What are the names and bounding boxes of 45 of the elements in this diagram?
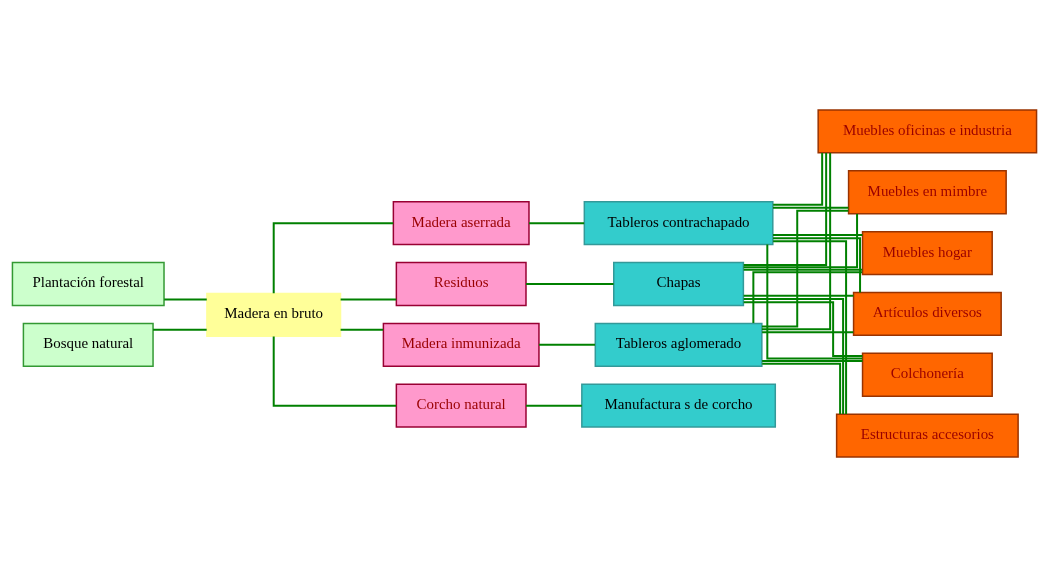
node-box: Estructuras accesorios [835,413,1019,458]
connector [772,206,850,209]
connector [761,331,855,334]
node-box: Manufactura s de corcho [581,383,777,428]
connector [766,243,864,360]
node-box: Madera en bruto [206,292,342,338]
connector [760,152,832,331]
connector [339,328,385,331]
connector [742,297,845,415]
connector [772,237,862,294]
connector [772,233,864,236]
connector [742,294,855,297]
connector [742,151,828,266]
connector [742,301,864,357]
connector [761,360,864,363]
connector [272,335,398,407]
connector [742,268,864,271]
node-box: Tableros aglomerado [594,322,763,367]
connector [761,362,842,415]
node-box: Chapas [613,261,745,307]
node-box: Plantación forestal [11,261,165,307]
connector [163,298,208,301]
node-box: Bosque natural [22,322,154,367]
node-box: Madera inmunizada [382,322,540,367]
node-box: Madera aserrada [392,201,530,246]
connector [528,222,586,225]
node-box: Muebles hogar [861,230,993,276]
connector [525,404,583,407]
connector [742,213,859,269]
connector [772,152,824,206]
connector [772,240,848,416]
node-box: Artículos diversos [852,291,1002,337]
connector [752,271,864,324]
node-box: Muebles en mimbre [847,170,1007,215]
connector [525,283,615,285]
connector [760,209,850,328]
connector [272,222,395,295]
node-box: Residuos [395,261,527,307]
node-box: Colchonería [861,352,993,397]
node-box: Corcho natural [395,383,527,428]
connector [152,328,208,331]
connector [339,298,398,301]
node-box: Tableros contrachapado [583,201,774,246]
connector [538,343,596,346]
node-box: Muebles oficinas e industria [817,109,1038,154]
